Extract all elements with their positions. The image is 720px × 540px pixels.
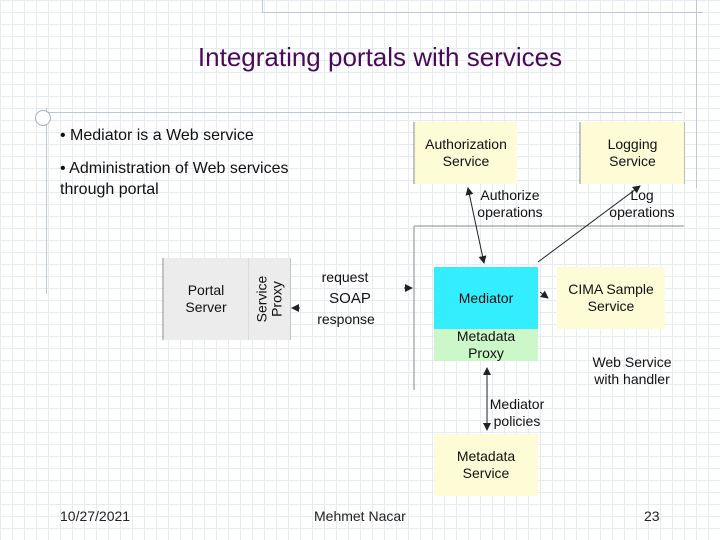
decorative-right-line xyxy=(696,0,697,188)
mediator-cima-arrow xyxy=(539,290,549,299)
request-label: request xyxy=(321,269,369,285)
title-divider xyxy=(42,112,682,113)
log-operations-label: Log operations xyxy=(609,187,675,220)
content-left-rule xyxy=(46,108,47,294)
footer-page-number: 23 xyxy=(644,508,660,524)
footer-author: Mehmet Nacar xyxy=(314,508,406,524)
log-arrow xyxy=(537,185,641,263)
cima-sample-service-box: CIMA Sample Service xyxy=(557,267,665,329)
authorization-service-box: Authorization Service xyxy=(415,122,517,184)
authorize-operations-label: Authorize operations xyxy=(477,187,543,220)
footer-date: 10/27/2021 xyxy=(60,508,131,524)
metadata-proxy-box: Metadata Proxy xyxy=(434,328,538,361)
soap-label: SOAP xyxy=(329,290,371,307)
bullet-administration: • Administration of Web services through… xyxy=(60,160,289,198)
bullet-mediator: • Mediator is a Web service xyxy=(60,127,254,144)
mediator-policies-label: Mediator policies xyxy=(489,396,545,429)
decorative-top-line xyxy=(262,0,703,13)
metadata-service-box: Metadata Service xyxy=(434,434,538,496)
logging-service-box: Logging Service xyxy=(581,122,684,184)
mediator-box: Mediator xyxy=(434,267,538,329)
slide-title: Integrating portals with services xyxy=(197,42,563,72)
portal-server-box: Portal Server xyxy=(164,258,248,340)
service-proxy-box: Service Proxy xyxy=(249,258,290,340)
web-service-with-handler-label: Web Service with handler xyxy=(592,354,672,387)
response-label: response xyxy=(317,311,375,327)
authorize-arrow xyxy=(465,187,487,264)
service-proxy-label: Service Proxy xyxy=(253,275,285,323)
decorative-circle-icon xyxy=(35,110,51,126)
